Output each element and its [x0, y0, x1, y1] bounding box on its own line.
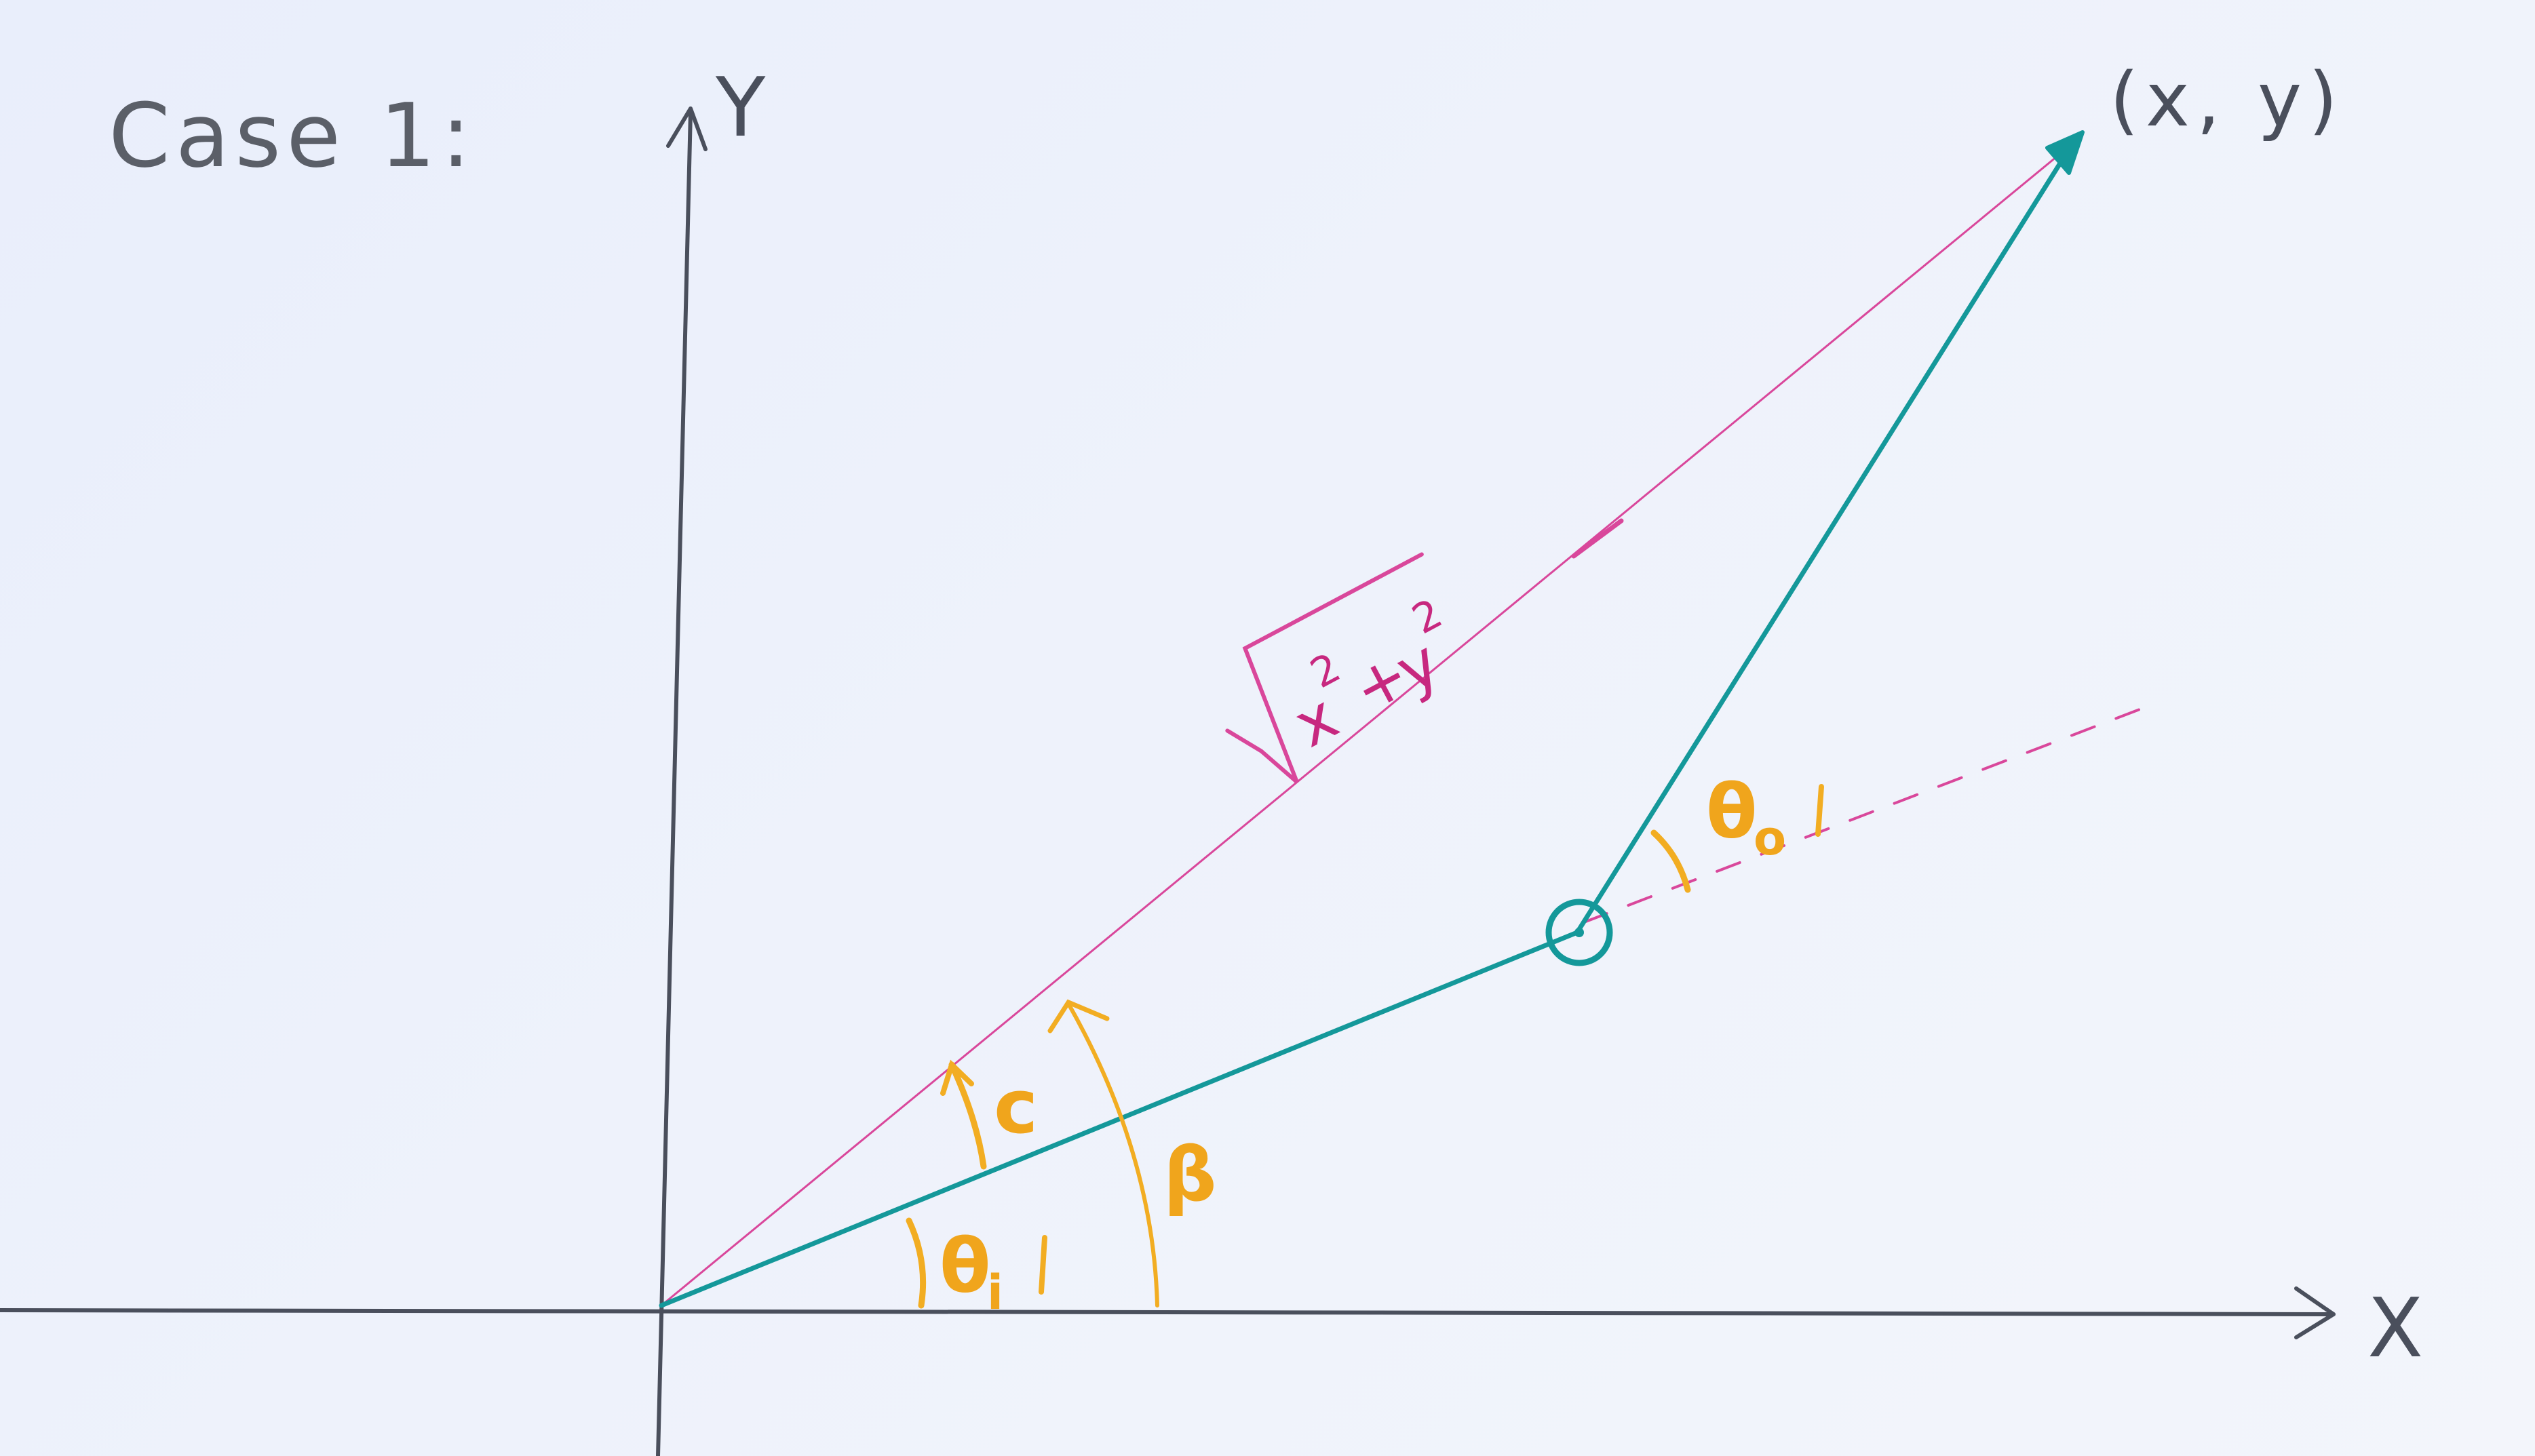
radical-sign	[1225, 552, 1424, 784]
elbow-joint-center	[1574, 928, 1584, 937]
theta-o-arc	[1650, 829, 1691, 893]
second-arm-segment	[1574, 141, 2075, 935]
distance-line-group	[660, 142, 2152, 1307]
x-axis-label: X	[2367, 1282, 2423, 1376]
theta-i-tick	[1039, 1235, 1047, 1295]
y-axis-label: Y	[715, 61, 766, 155]
c-angle-label: c	[994, 1063, 1038, 1150]
distance-x-term: x	[1283, 680, 1349, 762]
case-label: Case 1:	[109, 84, 476, 187]
theta-o-reference-line	[1583, 704, 2152, 924]
y-axis	[656, 110, 693, 1456]
distance-label: x 2 + y 2	[1225, 552, 1451, 784]
elbow-joint	[1545, 899, 1613, 966]
x-axis-arrowhead	[2294, 1286, 2336, 1339]
angle-marks: θ i c β θ o	[906, 768, 1824, 1320]
theta-o-subscript: o	[1754, 810, 1786, 866]
theta-o-symbol: θ	[1706, 768, 1758, 855]
c-angle-arrowhead	[940, 1059, 974, 1096]
theta-i-subscript: i	[987, 1265, 1003, 1320]
arm-segments	[659, 130, 2085, 1308]
c-angle-arc	[948, 1061, 987, 1170]
distance-line	[660, 142, 2074, 1307]
theta-o-tick	[1815, 784, 1824, 837]
target-point-label: (x, y)	[2110, 56, 2344, 143]
beta-angle-label: β	[1163, 1131, 1217, 1218]
endpoint-arrowhead	[2045, 130, 2085, 175]
theta-i-arc	[906, 1217, 927, 1309]
theta-i-symbol: θ	[940, 1223, 991, 1310]
beta-angle-arc	[1066, 1002, 1159, 1307]
beta-angle-arrowhead	[1047, 999, 1110, 1034]
distance-tick	[1571, 518, 1624, 559]
y-axis-arrowhead	[666, 106, 708, 151]
first-arm-segment	[659, 930, 1580, 1308]
coordinate-axes: X Y	[0, 61, 2423, 1456]
x-axis	[0, 1308, 2336, 1316]
